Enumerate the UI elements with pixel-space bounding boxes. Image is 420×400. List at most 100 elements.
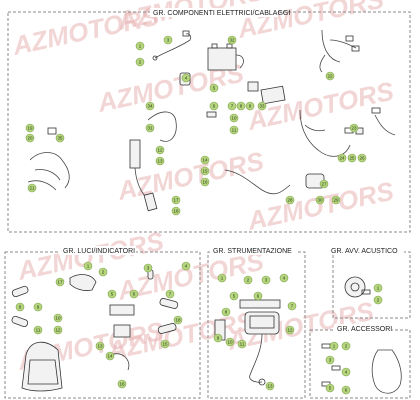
callout-badge: 5 xyxy=(229,291,239,301)
svg-text:8: 8 xyxy=(19,305,22,310)
callout-badge: 35 xyxy=(55,133,65,143)
callout-badge: 17 xyxy=(55,277,65,287)
svg-text:12: 12 xyxy=(287,328,293,333)
callout-badge: 15 xyxy=(160,339,170,349)
svg-text:27: 27 xyxy=(321,182,327,187)
callout-badge: 30 xyxy=(315,195,325,205)
group-title-horn: GR. AVV. ACUSTICO xyxy=(331,248,398,255)
wiring-loom xyxy=(27,152,70,191)
harness-connector xyxy=(371,107,381,114)
watermark-text: AZMOTORS xyxy=(244,76,397,137)
callout-badge: 25 xyxy=(347,153,357,163)
callout-badge: 9 xyxy=(213,333,223,343)
callout-badge: 5 xyxy=(209,83,219,93)
callout-badge: 10 xyxy=(229,113,239,123)
loom-connector xyxy=(47,127,57,135)
instrument-parts xyxy=(214,299,281,386)
speed-sensor xyxy=(258,378,266,386)
horn xyxy=(344,276,366,298)
harness-connector xyxy=(351,45,360,52)
fuse xyxy=(206,111,217,118)
plate-holder xyxy=(113,324,131,338)
svg-text:35: 35 xyxy=(57,136,63,141)
callout-badge: 6 xyxy=(341,385,351,395)
horn-center xyxy=(350,282,360,292)
indicator-rear xyxy=(157,323,177,334)
svg-text:9: 9 xyxy=(37,305,40,310)
group-instruments: GR. STRUMENTAZIONE xyxy=(207,246,306,399)
title-backdrop xyxy=(334,324,392,333)
svg-text:5: 5 xyxy=(213,86,216,91)
callouts-lights: 1 2 3 4 5 6 7 8 9 10 11 12 13 14 15 16 1… xyxy=(15,261,191,389)
accessory-clip xyxy=(331,365,341,371)
svg-text:28: 28 xyxy=(287,198,293,203)
callout-badge: 2 xyxy=(243,275,253,285)
callout-badge: 9 xyxy=(33,302,43,312)
group-horn: GR. AVV. ACUSTICO xyxy=(328,246,411,319)
svg-text:7: 7 xyxy=(231,104,234,109)
battery xyxy=(207,47,237,71)
svg-text:4: 4 xyxy=(185,76,188,81)
svg-text:13: 13 xyxy=(267,384,273,389)
svg-text:21: 21 xyxy=(29,186,35,191)
relay xyxy=(247,81,259,92)
callout-badge: 7 xyxy=(227,101,237,111)
callout-badge: 33 xyxy=(257,101,267,111)
svg-text:18: 18 xyxy=(173,209,179,214)
svg-text:2: 2 xyxy=(377,298,380,303)
electrical-parts xyxy=(27,29,396,212)
callout-badge: 5 xyxy=(325,383,335,393)
group-electrical: GR. COMPONENTI ELETTRICI/CABLAGGI xyxy=(7,8,411,233)
group-title-accessories: GR. ACCESSORI xyxy=(337,326,392,333)
callout-badge: 24 xyxy=(337,153,347,163)
callouts-accessories: 1 2 3 4 5 6 xyxy=(325,341,351,395)
callout-badge: 28 xyxy=(285,195,295,205)
svg-text:2: 2 xyxy=(345,344,348,349)
title-backdrop xyxy=(60,246,136,255)
title-backdrop xyxy=(328,246,404,255)
battery-terminal xyxy=(211,43,218,49)
callout-badge: 22 xyxy=(325,71,335,81)
svg-text:1: 1 xyxy=(333,344,336,349)
callout-badge: 11 xyxy=(237,339,247,349)
sensor-cable xyxy=(249,333,263,383)
svg-text:11: 11 xyxy=(36,328,41,333)
svg-text:6: 6 xyxy=(257,294,260,299)
callouts-electrical: 1 2 3 4 5 6 7 8 9 10 11 12 13 14 15 16 1… xyxy=(25,35,367,216)
callout-badge: 10 xyxy=(225,337,235,347)
battery-cable xyxy=(235,54,244,69)
watermark-layer: AZMOTORS AZMOTORS AZMOTORS AZMOTORS AZMO… xyxy=(9,0,397,376)
svg-text:3: 3 xyxy=(147,266,150,271)
callout-badge: 21 xyxy=(27,183,37,193)
group-title-electrical: GR. COMPONENTI ELETTRICI/CABLAGGI xyxy=(153,10,290,17)
svg-text:10: 10 xyxy=(227,340,233,345)
svg-text:13: 13 xyxy=(97,344,103,349)
callout-badge: 2 xyxy=(98,267,108,277)
svg-text:19: 19 xyxy=(27,126,33,131)
headlight xyxy=(21,341,63,392)
callout-badge: 1 xyxy=(373,283,383,293)
wiring-harness xyxy=(299,109,396,157)
headlight-lens xyxy=(27,359,59,385)
svg-text:8: 8 xyxy=(240,104,243,109)
callout-badge: 12 xyxy=(155,145,165,155)
svg-text:11: 11 xyxy=(232,128,237,133)
svg-text:16: 16 xyxy=(202,180,208,185)
svg-text:2: 2 xyxy=(247,278,250,283)
accessory-parts xyxy=(321,343,402,394)
instrument-bracket xyxy=(239,299,281,309)
callout-badge: 12 xyxy=(285,325,295,335)
callout-badge: 11 xyxy=(33,325,43,335)
light-bracket xyxy=(109,304,135,316)
callout-badge: 3 xyxy=(261,275,271,285)
callout-badge: 16 xyxy=(200,177,210,187)
wiring-harness xyxy=(319,29,357,73)
svg-text:3: 3 xyxy=(167,38,170,43)
svg-text:32: 32 xyxy=(229,38,235,43)
ground-cable xyxy=(224,169,291,195)
svg-text:3: 3 xyxy=(329,358,332,363)
cable xyxy=(134,167,146,197)
ignition-coil xyxy=(129,139,141,169)
group-frame xyxy=(309,329,411,399)
callout-badge: 27 xyxy=(319,179,329,189)
